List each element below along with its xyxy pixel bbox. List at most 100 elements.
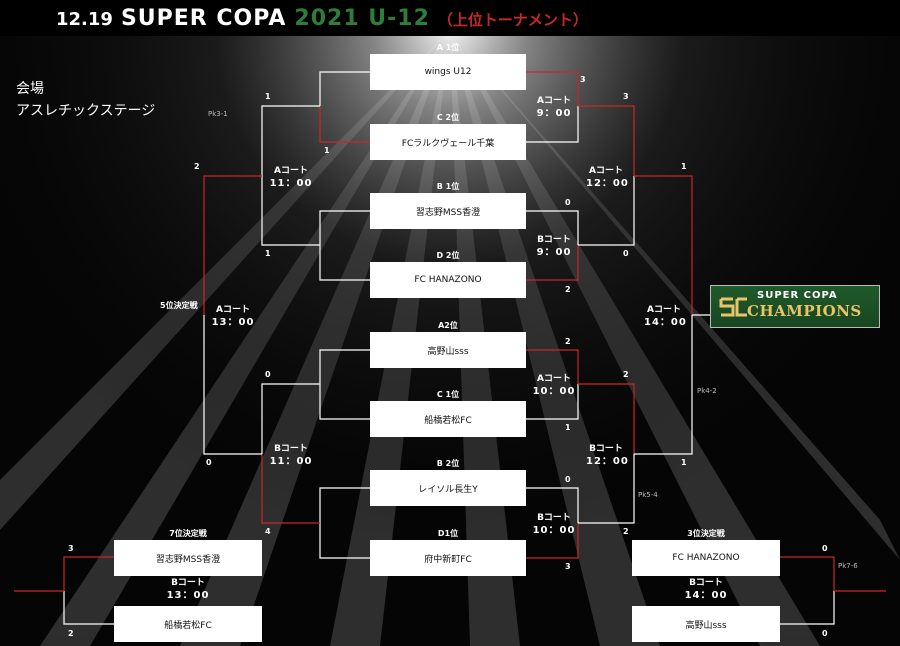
line-seventh-top: [63, 556, 114, 591]
super-copa-logo-icon: [719, 297, 747, 317]
team-box-third-bottom: 高野山sss: [632, 606, 780, 642]
court-cons1: Aコート 11：00: [268, 166, 314, 190]
score-qf2-bottom: 2: [565, 285, 571, 294]
court-final-time: 14：00: [644, 317, 687, 328]
score-cons1-top: 1: [265, 92, 271, 101]
pk-third: Pk7-6: [838, 562, 858, 570]
score-cons2-top: 0: [265, 370, 271, 379]
court-cons2-time: 11：00: [269, 456, 313, 467]
court-fifth: Aコート 13：00: [210, 305, 256, 329]
line-sf1-top: [578, 105, 635, 176]
champions-line2: CHAMPIONS: [747, 302, 862, 320]
score-sf1-bottom: 0: [623, 249, 629, 258]
seed-t3: B 1位: [436, 182, 460, 191]
team-box-t4: FC HANAZONO: [370, 262, 526, 298]
score-qf2-top: 0: [565, 198, 571, 207]
team-name-t1: wings U12: [424, 67, 472, 77]
line-seventh-bottom: [63, 591, 114, 625]
team-name-t4: FC HANAZONO: [414, 275, 482, 285]
court-sf1: Aコート 12：00: [586, 166, 629, 190]
team-name-t2: FCラルクヴェール千葉: [401, 138, 495, 149]
court-qf4-name: Bコート: [537, 513, 571, 523]
line-qf3-right-bottom: [526, 384, 579, 420]
score-qf4-top: 0: [565, 475, 571, 484]
team-name-t3: 習志野MSS香澄: [415, 207, 481, 218]
score-seventh-bottom: 2: [68, 629, 74, 638]
header-year: 2021 U-12: [294, 5, 430, 31]
court-qf2-time: 9：00: [536, 247, 572, 258]
team-name-t6: 船橋若松FC: [424, 415, 472, 426]
team-box-t6: 船橋若松FC: [370, 401, 526, 437]
line-sf2-top: [578, 383, 635, 454]
court-cons2-name: Bコート: [274, 444, 308, 454]
score-cons1-bottom: 1: [265, 249, 271, 258]
third-team-top: FC HANAZONO: [672, 553, 740, 563]
seed-t8: D1位: [437, 529, 459, 538]
seventh-team-bottom: 船橋若松FC: [164, 620, 212, 631]
score-third-top: 0: [822, 544, 828, 553]
team-box-t2: FCラルクヴェール千葉: [370, 124, 526, 160]
score-cons2-bottom: 4: [265, 527, 271, 536]
team-box-t3: 習志野MSS香澄: [370, 193, 526, 229]
team-box-t8: 府中新町FC: [370, 540, 526, 576]
court-third-name: Bコート: [689, 578, 723, 588]
pk-cons1: Pk3-1: [208, 110, 228, 118]
court-qf2-name: Bコート: [537, 235, 571, 245]
team-name-t8: 府中新町FC: [424, 554, 472, 565]
seed-t4: D 2位: [436, 251, 460, 260]
court-final: Aコート 14：00: [644, 305, 687, 329]
court-seventh-name: Bコート: [171, 578, 205, 588]
line-sf2-bottom: [578, 454, 635, 524]
court-qf3-time: 10：00: [532, 386, 576, 397]
line-qf4-left: [319, 487, 370, 559]
line-third-top: [780, 556, 835, 591]
venue-name: アスレチックステージ: [16, 103, 156, 119]
court-cons1-name: Aコート: [274, 166, 308, 176]
line-fifth-top: [203, 175, 262, 315]
score-sf1-top: 3: [623, 92, 629, 101]
court-sf1-name: Aコート: [589, 166, 623, 176]
score-fifth-top: 2: [194, 162, 200, 171]
line-third-bottom: [780, 591, 835, 625]
score-qf3-bottom: 1: [565, 423, 571, 432]
line-qf1-t1: [319, 71, 370, 106]
score-fifth-bottom: 0: [206, 458, 212, 467]
court-qf4-time: 10：00: [532, 525, 576, 536]
court-sf2-time: 12：00: [586, 456, 629, 467]
header-date: 12.19: [56, 8, 113, 30]
court-qf3-name: Aコート: [537, 374, 571, 384]
seed-t6: C 1位: [436, 390, 460, 399]
line-qf2-right-top: [526, 210, 579, 245]
seed-t7: B 2位: [436, 459, 460, 468]
venue-block: 会場 アスレチックステージ: [16, 78, 155, 122]
team-name-t5: 高野山sss: [427, 346, 469, 357]
court-sf1-time: 12：00: [586, 178, 629, 189]
seed-t5: A2位: [438, 321, 458, 330]
header-title-group: 12.19 SUPER COPA 2021 U-12 （上位トーナメント）: [56, 6, 588, 31]
line-qf1-winner-t1: [526, 71, 579, 106]
court-qf3: Aコート 10：00: [530, 374, 578, 398]
team-box-seventh-top: 習志野MSS香澄: [114, 540, 262, 576]
court-cons2: Bコート 11：00: [268, 444, 314, 468]
score-final-top: 1: [681, 162, 687, 171]
team-box-third-top: FC HANAZONO: [632, 540, 780, 576]
team-box-seventh-bottom: 船橋若松FC: [114, 606, 262, 642]
line-final-top: [634, 175, 693, 315]
court-sf2: Bコート 12：00: [586, 444, 629, 468]
court-qf4: Bコート 10：00: [530, 513, 578, 537]
third-team-bottom: 高野山sss: [685, 620, 727, 631]
court-qf1-name: Aコート: [537, 96, 571, 106]
team-box-t1: wings U12: [370, 54, 526, 90]
line-qf2-right-bottom: [526, 245, 579, 281]
line-qf3-right-top: [526, 349, 579, 384]
page-header: 12.19 SUPER COPA 2021 U-12 （上位トーナメント）: [0, 0, 900, 36]
line-cons2-top: [261, 383, 320, 454]
label-seventh: 7位決定戦: [169, 529, 207, 538]
line-final-bottom: [634, 315, 693, 455]
court-seventh-time: 13：00: [166, 590, 210, 601]
court-qf2: Bコート 9：00: [534, 235, 574, 259]
court-fifth-name: Aコート: [216, 305, 250, 315]
seed-t2: C 2位: [436, 113, 460, 122]
